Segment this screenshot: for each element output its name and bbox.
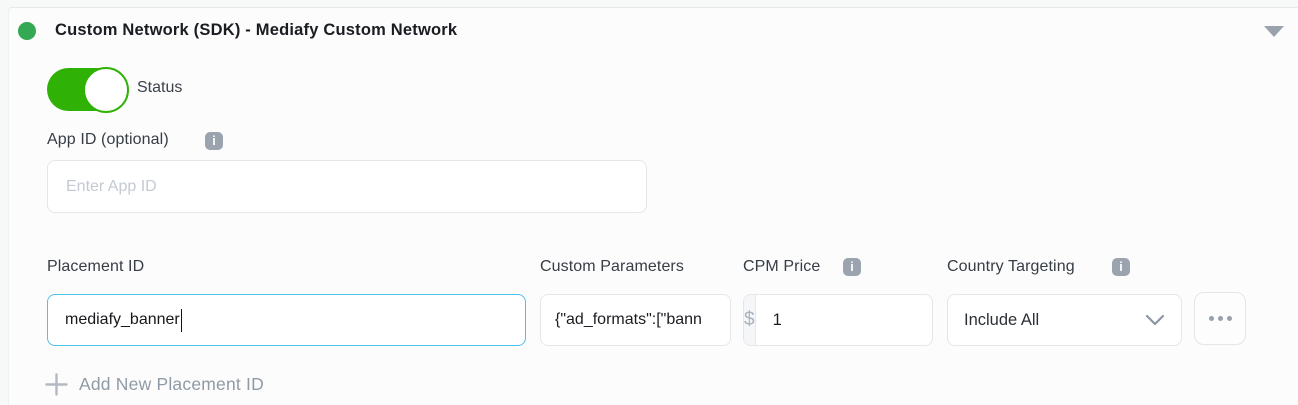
status-toggle-label: Status bbox=[137, 79, 183, 96]
status-toggle[interactable] bbox=[47, 66, 129, 113]
custom-parameters-label: Custom Parameters bbox=[540, 258, 684, 275]
country-targeting-label: Country Targeting bbox=[947, 258, 1075, 275]
cpm-price-info-icon[interactable]: i bbox=[843, 258, 861, 276]
add-placement-button[interactable]: Add New Placement ID bbox=[45, 373, 264, 396]
cpm-price-input[interactable] bbox=[755, 295, 932, 345]
toggle-knob bbox=[83, 66, 129, 113]
placement-id-label: Placement ID bbox=[47, 258, 145, 275]
add-placement-label: Add New Placement ID bbox=[79, 374, 264, 394]
country-targeting-select[interactable]: Include All bbox=[947, 294, 1182, 346]
app-id-label: App ID (optional) bbox=[47, 131, 169, 148]
network-title: Custom Network (SDK) - Mediafy Custom Ne… bbox=[55, 21, 458, 39]
collapse-caret-icon[interactable] bbox=[1264, 26, 1284, 37]
country-targeting-info-icon[interactable]: i bbox=[1112, 258, 1130, 276]
app-id-input[interactable] bbox=[47, 160, 647, 213]
placement-id-input[interactable]: mediafy_banner bbox=[47, 294, 526, 346]
placement-id-value: mediafy_banner bbox=[65, 311, 180, 328]
cpm-price-label: CPM Price bbox=[743, 258, 821, 275]
network-status-dot bbox=[18, 22, 36, 40]
app-id-info-icon[interactable]: i bbox=[205, 132, 223, 150]
cpm-price-field: $ bbox=[743, 294, 933, 346]
plus-icon bbox=[45, 373, 68, 396]
more-options-button[interactable] bbox=[1194, 292, 1246, 345]
text-cursor bbox=[180, 308, 183, 332]
ellipsis-icon bbox=[1208, 316, 1214, 321]
custom-parameters-input[interactable] bbox=[540, 294, 731, 346]
currency-symbol: $ bbox=[744, 295, 756, 345]
chevron-down-icon bbox=[1145, 314, 1165, 326]
country-targeting-selected-value: Include All bbox=[964, 310, 1040, 329]
